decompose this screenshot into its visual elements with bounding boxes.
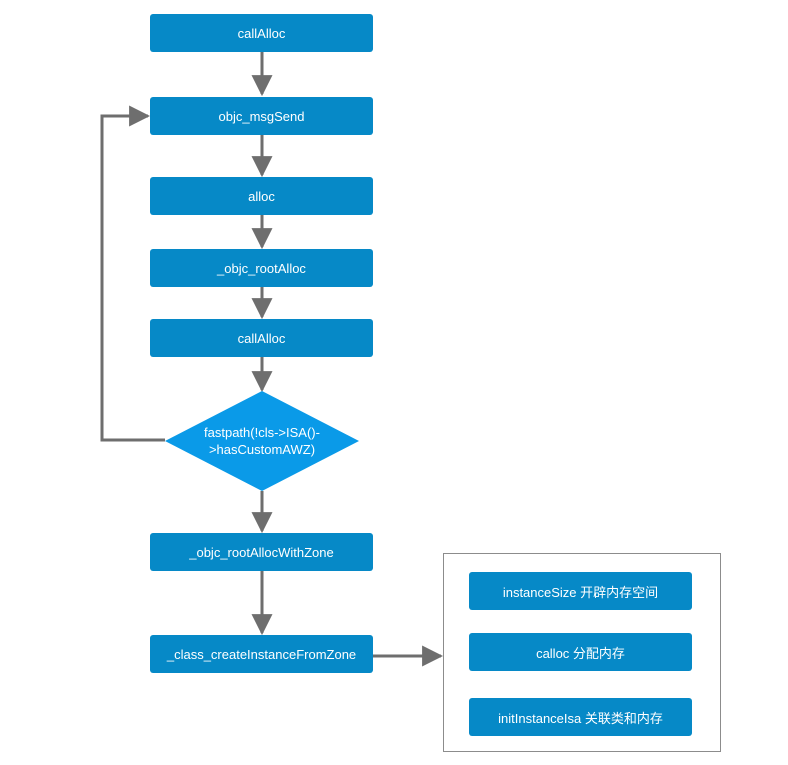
node-objc-rootallocwithzone: _objc_rootAllocWithZone: [150, 533, 373, 571]
decision-label-line2: >hasCustomAWZ): [208, 442, 316, 457]
node-callalloc-1: callAlloc: [150, 14, 373, 52]
decision-node: [165, 391, 359, 491]
node-objc-rootalloc: _objc_rootAlloc: [150, 249, 373, 287]
group-item-initinstanceisa: initInstanceIsa 关联类和内存: [469, 698, 692, 736]
node-class-createinstancefromzone: _class_createInstanceFromZone: [150, 635, 373, 673]
decision-label: fastpath(!cls->ISA()- >hasCustomAWZ): [165, 391, 359, 491]
node-callalloc-2: callAlloc: [150, 319, 373, 357]
node-objc-msgsend: objc_msgSend: [150, 97, 373, 135]
group-item-calloc: calloc 分配内存: [469, 633, 692, 671]
node-alloc: alloc: [150, 177, 373, 215]
decision-label-line1: fastpath(!cls->ISA()-: [204, 425, 320, 440]
group-item-instancesize: instanceSize 开辟内存空间: [469, 572, 692, 610]
edge-decision-loop: [100, 105, 165, 442]
